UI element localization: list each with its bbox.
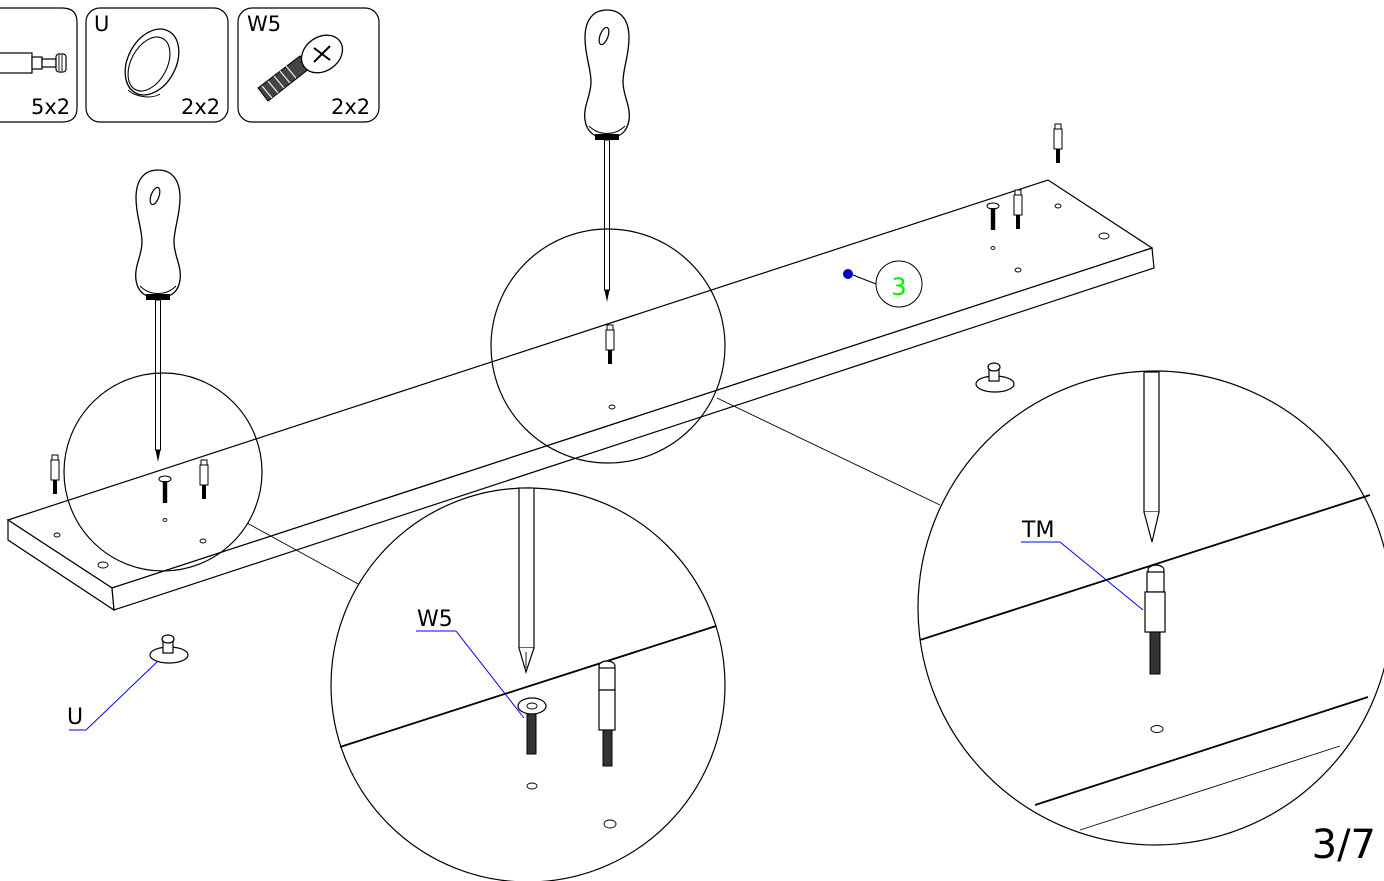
callout-u: U — [67, 705, 83, 730]
zoom-view-tm: TM — [917, 370, 1384, 846]
screwdriver-icon — [135, 169, 181, 463]
detail-circle-small — [490, 228, 726, 464]
part-code-w5: W5 — [247, 12, 281, 36]
part-box-tm: 5x2 — [0, 7, 78, 123]
page-number: 3/7 — [1312, 822, 1376, 868]
part-qty-w5: 2x2 — [331, 95, 370, 119]
knob-u — [149, 634, 189, 664]
part-box-u: U 2x2 — [85, 7, 229, 123]
cam-pin-icon — [0, 52, 67, 74]
part-code-u: U — [94, 12, 109, 36]
callout-u-group: U — [67, 661, 158, 731]
screw-icon — [257, 34, 344, 102]
part-box-w5: W5 2x2 — [237, 7, 380, 123]
callout-w5: W5 — [417, 607, 453, 632]
knob-icon — [124, 28, 180, 98]
shelf-board — [6, 179, 1155, 612]
knob-u — [975, 362, 1015, 393]
part-number-callout: 3 — [843, 260, 923, 308]
part-qty-u: 2x2 — [181, 95, 220, 119]
part-qty-tm: 5x2 — [31, 95, 70, 119]
part-number: 3 — [891, 273, 906, 301]
screwdriver-icon — [584, 9, 630, 303]
zoom-view-w5: W5 — [330, 487, 726, 881]
callout-tm: TM — [1021, 518, 1054, 543]
detail-circle-small — [63, 372, 263, 572]
